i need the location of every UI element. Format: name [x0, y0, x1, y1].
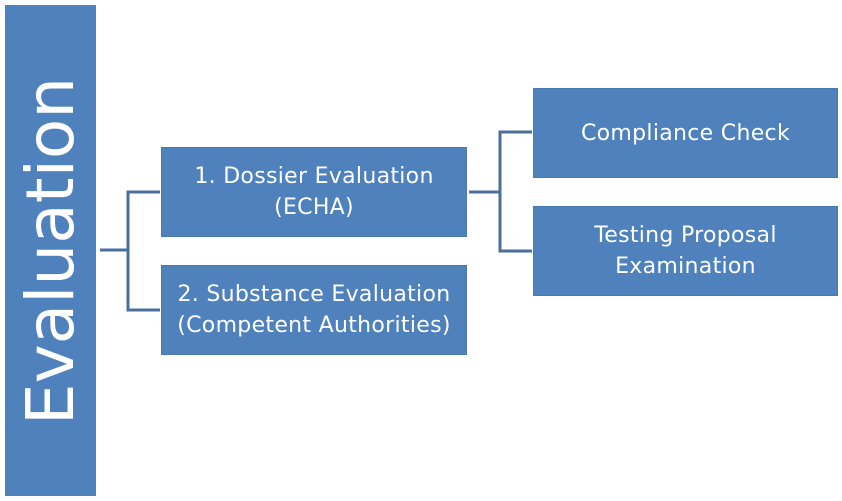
- evaluation-root-box: Evaluation: [5, 5, 96, 496]
- testing-proposal-line2: Examination: [615, 254, 756, 279]
- dossier-evaluation-box: 1. Dossier Evaluation (ECHA): [161, 147, 467, 237]
- testing-proposal-box: Testing Proposal Examination: [533, 206, 838, 296]
- substance-evaluation-box: 2. Substance Evaluation (Competent Autho…: [161, 265, 467, 355]
- substance-evaluation-line1: 2. Substance Evaluation: [177, 282, 451, 307]
- substance-evaluation-line2: (Competent Authorities): [177, 313, 451, 338]
- dossier-evaluation-line2: (ECHA): [274, 195, 354, 220]
- compliance-check-line1: Compliance Check: [581, 120, 790, 146]
- testing-proposal-line1: Testing Proposal: [594, 223, 777, 248]
- connector-level2-bracket: [498, 130, 532, 253]
- connector-level1-bracket: [126, 190, 160, 312]
- evaluation-root-label: Evaluation: [11, 76, 89, 425]
- compliance-check-box: Compliance Check: [533, 88, 838, 178]
- dossier-evaluation-line1: 1. Dossier Evaluation: [194, 164, 434, 189]
